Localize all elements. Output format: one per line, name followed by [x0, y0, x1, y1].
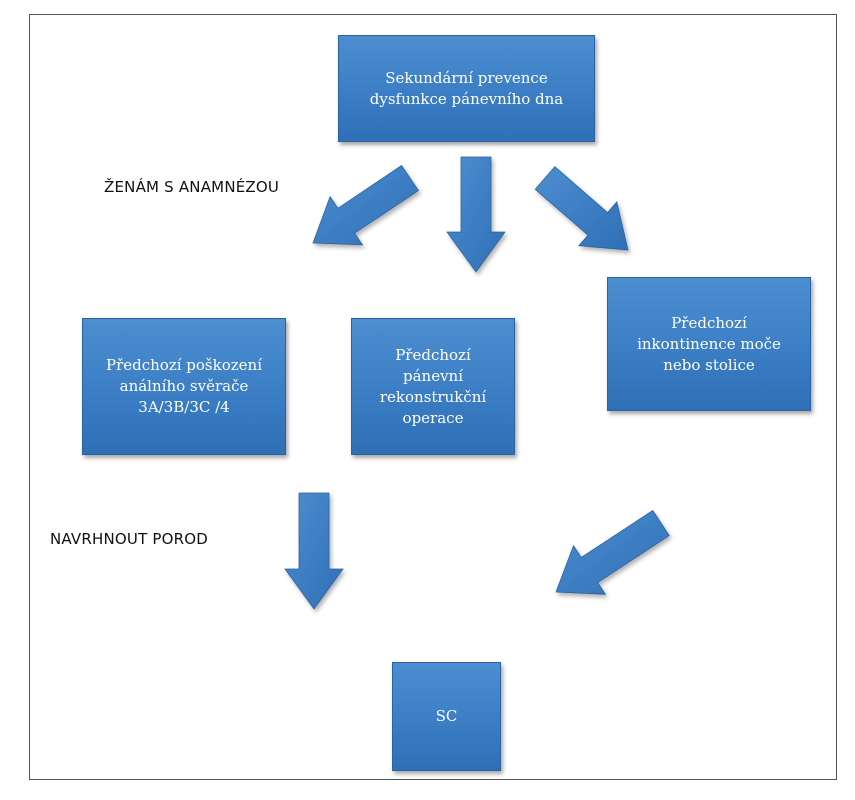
- arrow-right-to-sc: [555, 509, 670, 595]
- node-secondary-prevention: Sekundární prevence dysfunkce pánevního …: [338, 35, 595, 142]
- diagram-frame: [29, 14, 837, 780]
- node-incontinence: Předchozí inkontinence moče nebo stolice: [607, 277, 811, 411]
- node-sc: SC: [392, 662, 501, 771]
- arrow-top-to-right: [534, 166, 629, 251]
- label-women-history: ŽENÁM S ANAMNÉZOU: [104, 178, 280, 196]
- arrow-top-to-left: [312, 164, 419, 246]
- arrow-left-to-sc: [284, 492, 344, 610]
- node-pelvic-reconstruction: Předchozí pánevní rekonstrukční operace: [351, 318, 515, 455]
- label-propose-delivery: NAVRHNOUT POROD: [50, 530, 209, 548]
- node-anal-sphincter-injury: Předchozí poškození análního svěrače 3A/…: [82, 318, 286, 455]
- arrow-top-to-middle: [446, 156, 506, 273]
